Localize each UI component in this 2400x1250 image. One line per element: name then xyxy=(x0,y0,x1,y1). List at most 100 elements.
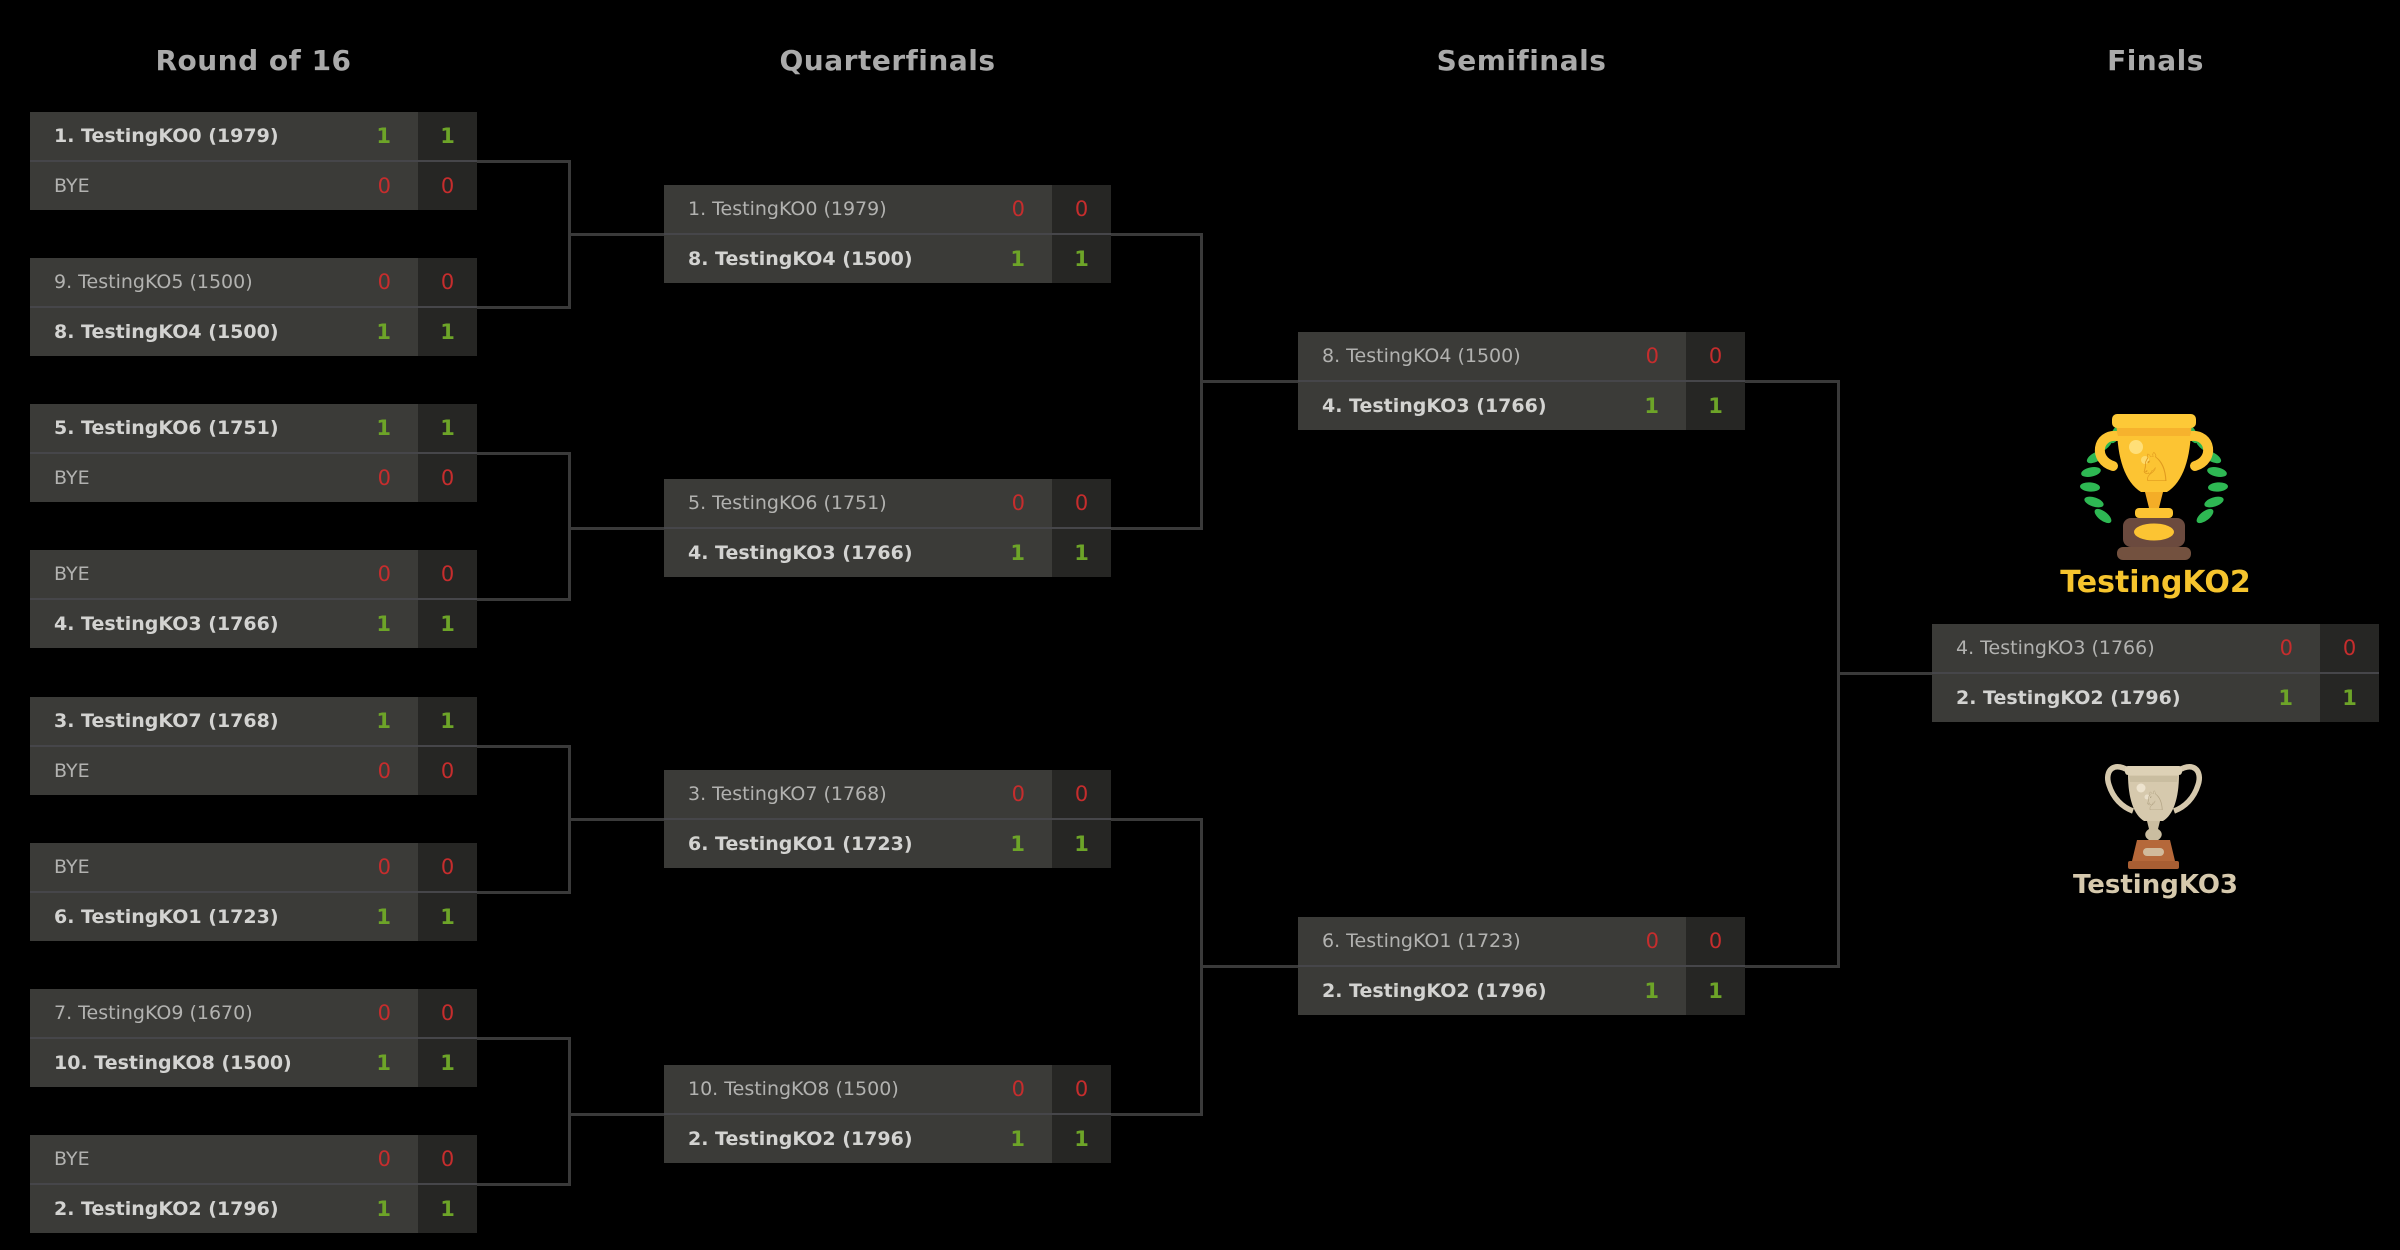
player-row-main: 3. TestingKO7 (1768) 0 xyxy=(664,770,1052,818)
player-name: BYE xyxy=(54,563,90,585)
total-score: 1 xyxy=(418,1039,477,1087)
game-score: 1 xyxy=(1010,1127,1025,1151)
total-score-value: 1 xyxy=(440,905,455,929)
player-row: 3. TestingKO7 (1768) 0 0 xyxy=(664,770,1111,818)
player-row-main: 2. TestingKO2 (1796)1 xyxy=(664,1115,1052,1163)
total-score: 0 xyxy=(1686,332,1745,380)
total-score-value: 1 xyxy=(440,320,455,344)
total-score: 1 xyxy=(418,404,477,452)
bracket-connector-line xyxy=(1745,965,1840,968)
bracket-connector-line xyxy=(568,1037,571,1186)
bracket-connector-line xyxy=(1745,380,1840,383)
total-score-value: 0 xyxy=(440,562,455,586)
game-score: 0 xyxy=(1011,782,1025,806)
player-row-main: 2. TestingKO2 (1796)1 xyxy=(30,1185,418,1233)
bracket-connector-line xyxy=(568,818,664,821)
total-score-value: 0 xyxy=(440,1001,455,1025)
total-score: 0 xyxy=(418,1135,477,1183)
player-name: 2. TestingKO2 (1796) xyxy=(1322,980,1547,1002)
player-name: 3. TestingKO7 (1768) xyxy=(54,710,279,732)
total-score-value: 0 xyxy=(1074,197,1089,221)
bracket-connector-line xyxy=(1200,965,1298,968)
silver-trophy-icon: ♘ xyxy=(2105,764,2202,869)
total-score-value: 0 xyxy=(1708,929,1723,953)
total-score: 1 xyxy=(2320,674,2379,722)
total-score-value: 1 xyxy=(2342,686,2357,710)
total-score-value: 0 xyxy=(440,1147,455,1171)
game-score: 0 xyxy=(1645,344,1659,368)
game-score: 1 xyxy=(376,709,391,733)
match-card: 8. TestingKO4 (1500) 0 0 4. TestingKO3 (176… xyxy=(1298,332,1745,430)
player-row-main: 2. TestingKO2 (1796)1 xyxy=(1298,967,1686,1015)
bracket-connector-line xyxy=(477,160,571,163)
bracket-connector-line xyxy=(1111,818,1203,821)
player-name: 3. TestingKO7 (1768) xyxy=(688,783,887,805)
total-score-value: 0 xyxy=(1074,1077,1089,1101)
round-title-quarterfinals: Quarterfinals xyxy=(779,44,996,77)
match-card: 3. TestingKO7 (1768) 0 0 6. TestingKO1 (172… xyxy=(664,770,1111,868)
player-name: 4. TestingKO3 (1766) xyxy=(1322,395,1547,417)
total-score: 1 xyxy=(418,308,477,356)
round-title-semifinals: Semifinals xyxy=(1436,44,1607,77)
total-score-value: 1 xyxy=(1074,1127,1089,1151)
game-score: 1 xyxy=(376,612,391,636)
total-score: 0 xyxy=(1052,1065,1111,1113)
player-row: 2. TestingKO2 (1796)1 1 xyxy=(1932,672,2379,722)
player-name: 6. TestingKO1 (1723) xyxy=(54,906,279,928)
champion-name: TestingKO2 xyxy=(2060,565,2251,600)
player-row-main: 4. TestingKO3 (1766)1 xyxy=(1298,382,1686,430)
total-score-value: 1 xyxy=(440,612,455,636)
player-name: 5. TestingKO6 (1751) xyxy=(54,417,279,439)
total-score-value: 0 xyxy=(1074,782,1089,806)
total-score: 0 xyxy=(418,454,477,502)
total-score: 1 xyxy=(1686,967,1745,1015)
total-score: 0 xyxy=(418,550,477,598)
game-score: 0 xyxy=(377,759,391,783)
total-score: 1 xyxy=(1052,235,1111,283)
total-score-value: 1 xyxy=(1074,247,1089,271)
game-score: 0 xyxy=(377,1001,391,1025)
player-name: 6. TestingKO1 (1723) xyxy=(1322,930,1521,952)
total-score-value: 0 xyxy=(440,466,455,490)
round-title-round-of-16: Round of 16 xyxy=(155,44,352,77)
total-score: 0 xyxy=(418,989,477,1037)
bracket-connector-line xyxy=(477,891,571,894)
player-name: 6. TestingKO1 (1723) xyxy=(688,833,913,855)
total-score-value: 0 xyxy=(1708,344,1723,368)
bracket-connector-line xyxy=(568,1113,664,1116)
player-row-main: 2. TestingKO2 (1796)1 xyxy=(1932,674,2320,722)
player-name: 9. TestingKO5 (1500) xyxy=(54,271,253,293)
player-name: 2. TestingKO2 (1796) xyxy=(54,1198,279,1220)
player-row-main: 8. TestingKO4 (1500) 0 xyxy=(1298,332,1686,380)
player-name: 2. TestingKO2 (1796) xyxy=(1956,687,2181,709)
player-row-main: 5. TestingKO6 (1751)1 xyxy=(30,404,418,452)
bracket-connector-line xyxy=(477,598,571,601)
player-row-main: 4. TestingKO3 (1766)0 xyxy=(1932,624,2320,672)
player-row-main: 1. TestingKO0 (1979)1 xyxy=(30,112,418,160)
player-name: BYE xyxy=(54,1148,90,1170)
game-score: 0 xyxy=(377,174,391,198)
player-name: 8. TestingKO4 (1500) xyxy=(1322,345,1521,367)
bracket-connector-line xyxy=(1111,1113,1203,1116)
bracket-connector-line xyxy=(477,745,571,748)
